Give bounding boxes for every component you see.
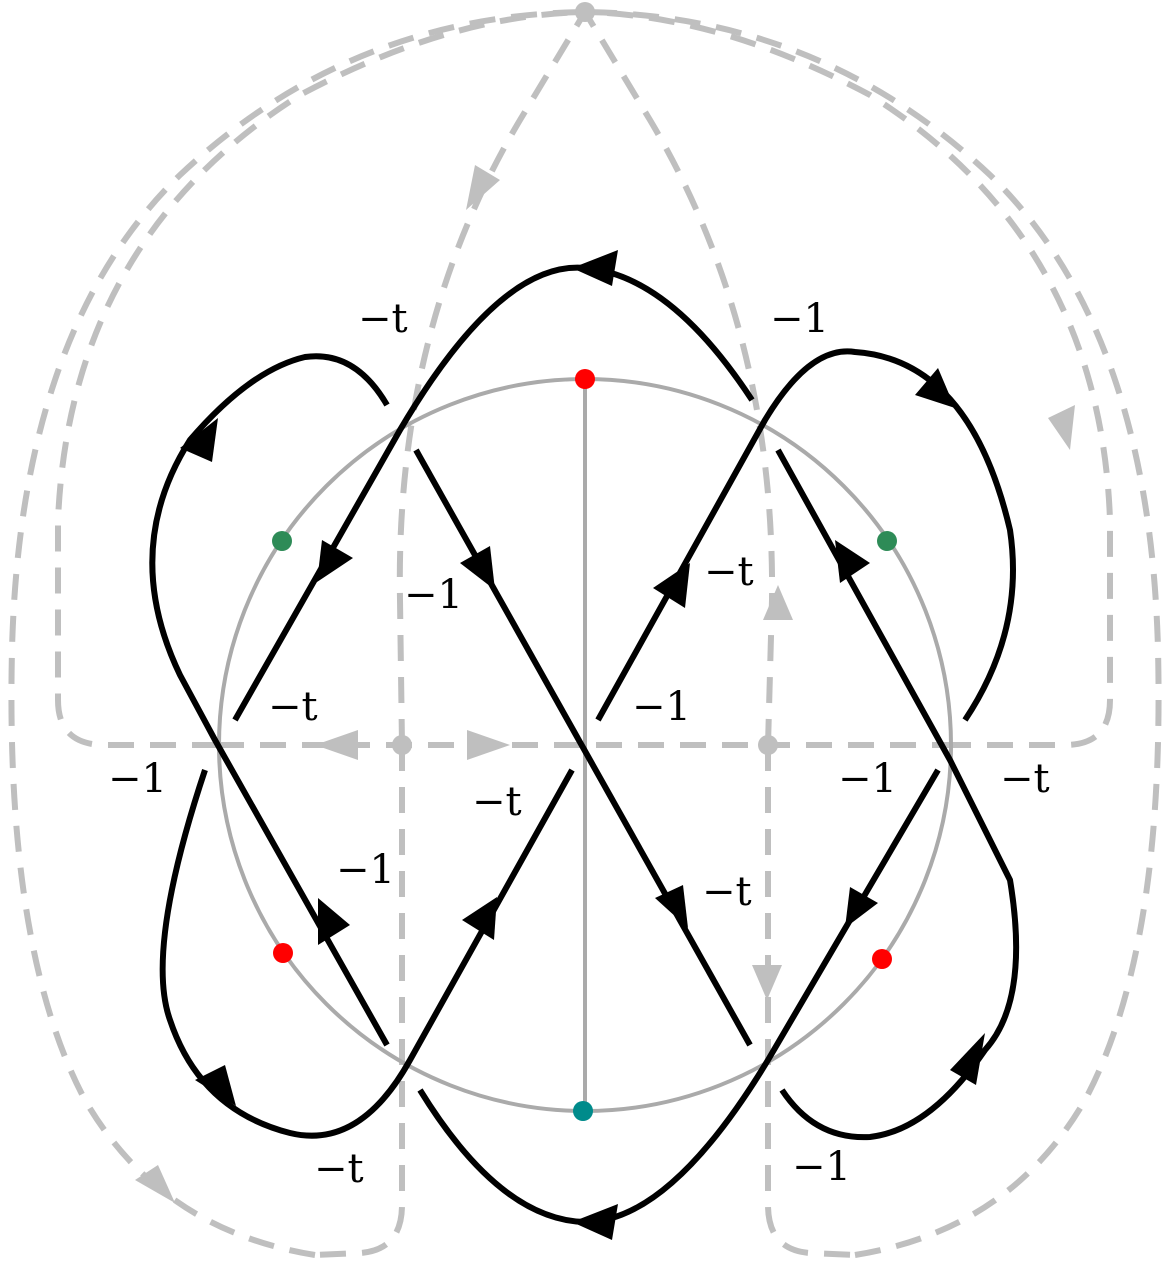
dashed-left-outer-arc xyxy=(8,9,586,1258)
weight-label: −t xyxy=(1000,756,1050,802)
gray-arrow-icon xyxy=(1048,405,1075,450)
gray-arrow-icon xyxy=(466,165,500,210)
strand-right-loop xyxy=(595,348,1016,722)
arrow-icon xyxy=(318,898,350,945)
dashed-graph xyxy=(8,9,1162,1258)
arrow-icon xyxy=(655,885,688,928)
red-vertex xyxy=(872,949,892,969)
dashed-right-outer-arc xyxy=(584,9,1162,1258)
dashed-left-up xyxy=(396,10,588,746)
strand-top-arch xyxy=(232,264,755,722)
knot-arrows xyxy=(180,250,985,1240)
vertex-top xyxy=(575,2,595,22)
arrow-icon xyxy=(572,1204,618,1240)
weight-labels: −t −1 −1 −t −t −1 −1 −t −1 −t −1 −t −t −… xyxy=(108,296,1050,1192)
gray-arrow-icon xyxy=(763,585,793,620)
arrow-icon xyxy=(950,1033,985,1085)
gray-arrow-icon xyxy=(135,1165,175,1203)
weight-label: −t xyxy=(472,779,522,825)
weight-label: −1 xyxy=(404,572,463,618)
gray-arrow-icon xyxy=(315,730,358,760)
vertex-right xyxy=(758,735,778,755)
weight-label: −t xyxy=(704,549,754,595)
arrow-icon xyxy=(460,546,495,590)
dashed-right-up xyxy=(582,10,776,746)
red-vertex xyxy=(273,943,293,963)
gray-arrow-icon xyxy=(467,730,510,760)
weight-label: −t xyxy=(268,684,318,730)
weight-label: −1 xyxy=(632,684,691,730)
arrow-icon xyxy=(462,897,497,940)
gray-arrow-icon xyxy=(752,965,782,1000)
teal-vertex xyxy=(573,1101,593,1121)
arrow-icon xyxy=(845,887,878,928)
dashed-right-inner-arc xyxy=(584,9,1113,748)
arrow-icon xyxy=(915,368,955,408)
red-vertex xyxy=(575,369,595,389)
green-vertex xyxy=(272,531,292,551)
weight-label: −1 xyxy=(336,847,395,893)
weight-label: −1 xyxy=(108,756,167,802)
arrow-icon xyxy=(317,540,353,582)
strand-center-diagonal xyxy=(413,448,753,1047)
weight-label: −t xyxy=(314,1146,364,1192)
strand-lower-right xyxy=(775,448,1020,1141)
green-vertex xyxy=(877,531,897,551)
strand-left-loop xyxy=(149,353,390,1047)
dashed-left-inner-arc xyxy=(55,9,586,748)
weight-label: −1 xyxy=(792,1144,851,1190)
strand-bottom-arch xyxy=(417,768,941,1225)
colored-vertices xyxy=(272,369,897,1121)
vertex-left xyxy=(392,735,412,755)
weight-label: −t xyxy=(702,869,752,915)
arrow-icon xyxy=(835,540,870,583)
weight-label: −1 xyxy=(770,296,829,342)
dashed-arrows xyxy=(135,165,1075,1203)
arrow-icon xyxy=(195,1065,236,1106)
gray-vertices xyxy=(392,2,778,755)
arrow-icon xyxy=(653,563,690,608)
arrow-icon xyxy=(572,250,618,286)
weight-label: −t xyxy=(358,296,408,342)
weight-label: −1 xyxy=(838,756,897,802)
arrow-icon xyxy=(180,418,218,462)
